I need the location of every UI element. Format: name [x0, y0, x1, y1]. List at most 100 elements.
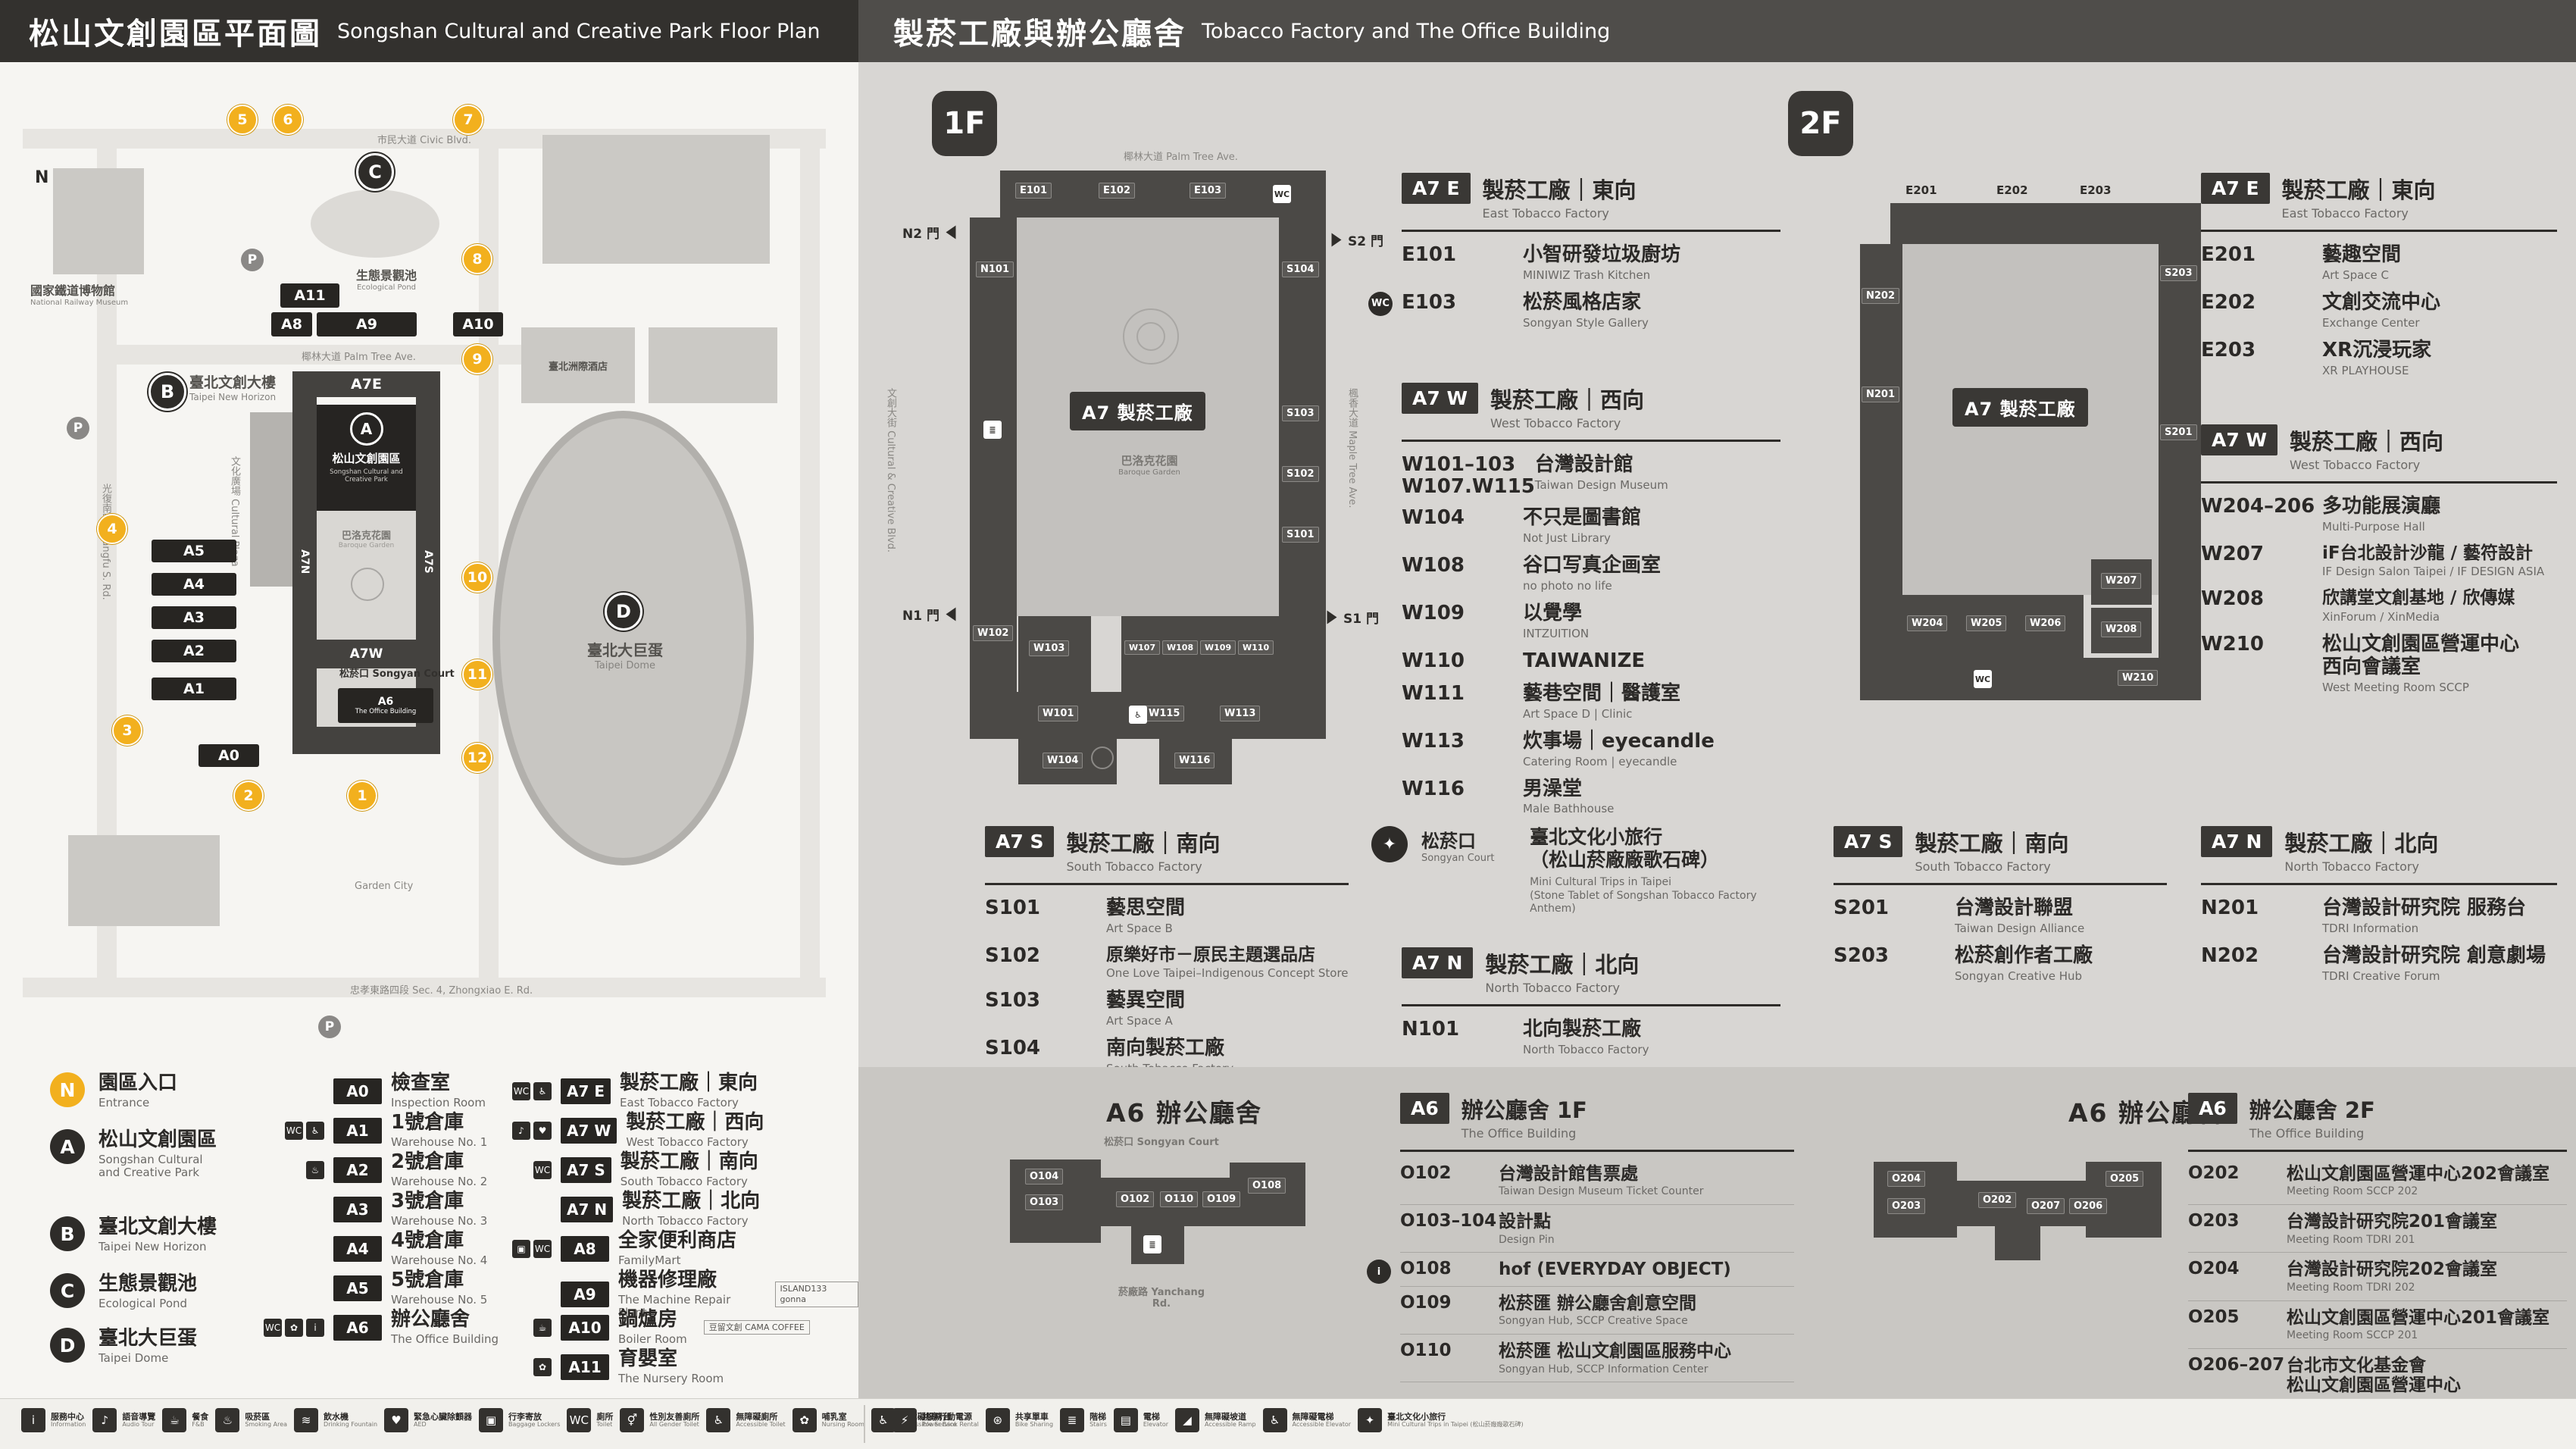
- dome-label: 臺北大巨蛋 Taipei Dome: [587, 641, 663, 671]
- office-1f-title: A6 辦公廳舍: [1106, 1098, 1262, 1128]
- railway-museum-label: 國家鐵道博物館 National Railway Museum: [30, 283, 129, 307]
- wing-south-2f: [2159, 244, 2201, 658]
- spiral-stair-icon: [1091, 746, 1114, 769]
- street-label-palm: 椰林大道 Palm Tree Ave.: [302, 352, 416, 363]
- toilet-icon: WC: [1273, 185, 1291, 203]
- room-o207: O207: [2027, 1198, 2065, 1214]
- office-stub-2f: [1995, 1226, 2040, 1260]
- elevator-icon: ▤: [1113, 1408, 1138, 1432]
- cultural-plaza-label: 文化廣場 Cultural Plaza: [229, 456, 240, 567]
- map-building-a0: A0: [199, 744, 259, 767]
- room-o102: O102: [1116, 1191, 1155, 1207]
- map-wing-a7e: A7E: [292, 371, 440, 397]
- office-plan-2f: O204 O203 O202 O207 O206 O205: [1866, 1139, 2169, 1291]
- map-marker-3: 3: [112, 715, 142, 746]
- coffee-icon: ☕: [533, 1318, 552, 1337]
- room-e202: E202: [1996, 183, 2028, 197]
- map-marker-12: 12: [462, 743, 492, 773]
- room-s101: S101: [1282, 527, 1319, 543]
- toilet-icon: WC: [285, 1121, 303, 1140]
- left-title-zh: 松山文創園區平面圖: [29, 17, 322, 52]
- a7-factory-pill-2f: A7 製菸工廠: [1952, 388, 2088, 427]
- room-w116: W116: [1174, 753, 1215, 768]
- toilet-icon: WC: [567, 1408, 592, 1432]
- gender-icon: ⚥: [620, 1408, 645, 1432]
- map-marker-4: 4: [97, 514, 127, 544]
- right-header: 製菸工廠與辦公廳舍 Tobacco Factory and The Office…: [858, 0, 2576, 62]
- ecological-pond-shape: [311, 189, 439, 258]
- room-s203: S203: [2160, 265, 2197, 281]
- room-s201: S201: [2160, 424, 2197, 440]
- gate-n1: N1 門: [902, 605, 958, 624]
- room-o204: O204: [1887, 1171, 1926, 1187]
- map-building-a1: A1: [152, 678, 236, 700]
- parking-icon: P: [241, 249, 264, 271]
- audio-icon: ♪: [92, 1408, 117, 1432]
- letter-c-icon: C: [50, 1273, 85, 1308]
- southwest-block: [68, 835, 220, 926]
- room-n202: N202: [1862, 288, 1900, 304]
- baggage-icon: ▣: [512, 1239, 530, 1258]
- map-marker-11: 11: [462, 659, 492, 690]
- gate-arrow-icon: [1327, 610, 1337, 624]
- gate-arrow-icon: [946, 225, 956, 239]
- shop-icon: i: [1367, 1260, 1391, 1285]
- gate-arrow-icon: [946, 607, 956, 621]
- new-horizon-label: 臺北文創大樓 Taipei New Horizon: [189, 374, 277, 402]
- map-wing-a7n: A7N: [292, 397, 317, 727]
- wing-north-2f: [1860, 244, 1902, 658]
- map-marker-5: 5: [227, 105, 258, 135]
- toilet-icon: WC: [1974, 670, 1992, 688]
- map-wing-a7s: A7S: [416, 397, 440, 727]
- room-w115: W115: [1144, 706, 1185, 721]
- factory-plans-panel: 1F 椰林大道 Palm Tree Ave. 文創大街 Cultural & C…: [858, 62, 2576, 1075]
- bike-icon: ⊛: [985, 1408, 1010, 1432]
- street-label-civic: 市民大道 Civic Blvd.: [377, 135, 472, 146]
- courtyard-2f: A7 製菸工廠: [1902, 244, 2159, 595]
- right-title-en: Tobacco Factory and The Office Building: [1202, 19, 1611, 43]
- room-w109: W109: [1200, 640, 1236, 655]
- park-core-block: A 松山文創園區 Songshan Cultural and Creative …: [317, 405, 416, 511]
- songyan-court-label: 松菸口 Songyan Court: [1104, 1137, 1219, 1148]
- street-label-zhongxiao: 忠孝東路四段 Sec. 4, Zhongxiao E. Rd.: [350, 985, 533, 997]
- letter-b-icon: B: [50, 1216, 85, 1251]
- office-east-wing-1f: [1230, 1163, 1305, 1226]
- street-palm-1f: 椰林大道 Palm Tree Ave.: [1124, 152, 1238, 163]
- accessible-icon: ♿: [306, 1121, 324, 1140]
- audio-icon: ♪: [512, 1121, 530, 1140]
- fountain-icon: [1136, 322, 1165, 351]
- gate-arrow-icon: [1331, 233, 1342, 247]
- room-o205: O205: [2106, 1171, 2144, 1187]
- songyan-court-icon: ✦: [1371, 826, 1408, 862]
- room-e102: E102: [1099, 183, 1136, 199]
- room-s102: S102: [1282, 466, 1319, 482]
- taipei-dome-shape: [492, 411, 754, 865]
- right-title-zh: 製菸工廠與辦公廳舍: [893, 17, 1186, 52]
